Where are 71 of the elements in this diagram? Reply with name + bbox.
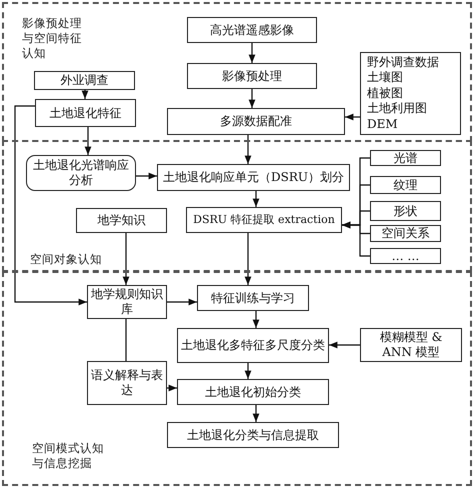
section-title: 空间模式认知与信息挖掘 bbox=[32, 441, 105, 471]
process-box bbox=[360, 328, 462, 362]
process-box bbox=[370, 225, 441, 242]
box-label: 外业调查 bbox=[60, 73, 108, 88]
process-box bbox=[370, 248, 441, 264]
arrow bbox=[122, 233, 130, 285]
arrow bbox=[244, 363, 252, 379]
arrow bbox=[248, 43, 256, 63]
process-box bbox=[157, 164, 350, 191]
list-item: DEM bbox=[367, 116, 398, 132]
box-label: … … bbox=[392, 248, 420, 264]
box-label: 土地退化响应单元（DSRU）划分 bbox=[163, 170, 344, 185]
box-label: 土地退化特征 bbox=[50, 106, 122, 120]
arrow bbox=[252, 311, 260, 328]
box-label: 土地退化多特征多尺度分类 bbox=[181, 338, 325, 353]
arrow bbox=[84, 127, 92, 155]
process-box bbox=[34, 71, 135, 90]
section-title: 空间对象认知 bbox=[30, 252, 103, 267]
arrow bbox=[244, 233, 252, 285]
process-box bbox=[167, 108, 345, 135]
process-box bbox=[186, 207, 342, 233]
process-box bbox=[187, 63, 317, 89]
rounded-process-box bbox=[26, 155, 136, 191]
arrow bbox=[252, 191, 260, 207]
box-label: 影像预处理 bbox=[222, 68, 282, 84]
process-box bbox=[87, 361, 167, 405]
process-box bbox=[76, 208, 167, 233]
process-box bbox=[370, 176, 441, 194]
arrow bbox=[248, 89, 256, 108]
section-band bbox=[2, 140, 472, 272]
arrow bbox=[167, 298, 197, 306]
process-box bbox=[370, 201, 441, 221]
section-title: 影像预处理与空间特征认知 bbox=[22, 16, 83, 61]
arrow bbox=[136, 172, 157, 180]
box-label: 光谱 bbox=[394, 150, 418, 166]
box-label: 形状 bbox=[394, 204, 418, 218]
arrow bbox=[345, 114, 360, 120]
box-label: 土地退化分类与信息提取 bbox=[187, 428, 319, 442]
section-band bbox=[2, 2, 472, 142]
process-box bbox=[370, 150, 441, 166]
process-box bbox=[177, 379, 329, 405]
process-box bbox=[197, 285, 309, 311]
box-label: 空间关系 bbox=[382, 226, 430, 241]
box-label: 语义解释与表达 bbox=[91, 368, 163, 398]
process-box bbox=[35, 99, 136, 127]
box-label: 地学知识 bbox=[98, 213, 146, 228]
box-label: 多源数据配准 bbox=[220, 114, 292, 129]
data-list-box bbox=[360, 52, 461, 135]
arrow bbox=[252, 405, 260, 422]
process-box bbox=[187, 17, 317, 43]
process-box bbox=[177, 328, 329, 363]
arrow bbox=[82, 90, 88, 99]
list-item: 野外调查数据 bbox=[367, 54, 439, 70]
box-label: 模糊模型 & ANN 模型 bbox=[378, 330, 444, 360]
box-label: 高光谱遥感影像 bbox=[210, 22, 294, 38]
arrow bbox=[244, 135, 252, 164]
box-label: 纹理 bbox=[394, 178, 418, 192]
box-label: DSRU 特征提取 extraction bbox=[193, 213, 335, 227]
list-item: 土地利用图 bbox=[367, 101, 427, 117]
arrow bbox=[329, 342, 360, 348]
box-label: 土地退化初始分类 bbox=[205, 384, 301, 400]
process-box bbox=[167, 422, 339, 448]
list-item: 土壤图 bbox=[367, 70, 403, 86]
list-item: 植被图 bbox=[367, 86, 403, 102]
section-band bbox=[2, 271, 472, 486]
box-label: 土地退化光谱响应分析 bbox=[32, 158, 130, 188]
arrow bbox=[14, 105, 87, 306]
arrow bbox=[342, 222, 370, 257]
arrow bbox=[167, 384, 177, 392]
box-label: 地学规则知识库 bbox=[91, 287, 163, 317]
box-label: 特征训练与学习 bbox=[211, 290, 295, 306]
